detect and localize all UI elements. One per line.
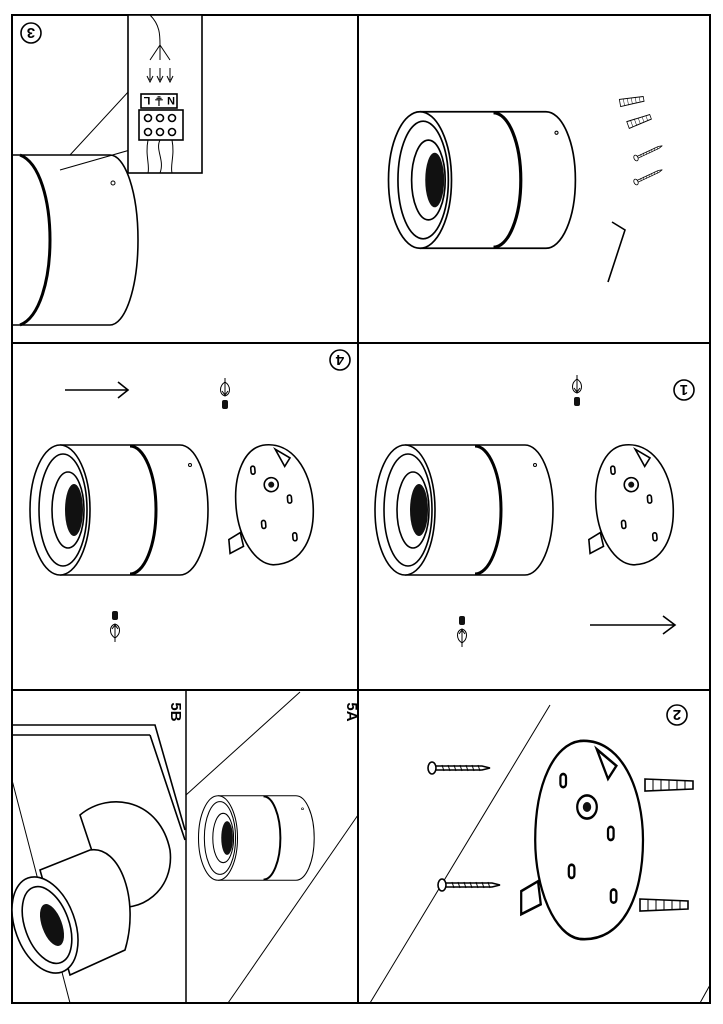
- terminal-neutral-label: N: [167, 94, 175, 106]
- panel-step-5b: 5B: [11, 702, 186, 1004]
- terminal-labels: N ⏚ L: [140, 93, 178, 109]
- step-number: 2: [673, 706, 681, 723]
- step-label: 5B: [167, 702, 184, 721]
- panel-step-2: 2: [369, 704, 711, 1004]
- step-1-badge: 1: [673, 379, 695, 401]
- frame: [11, 14, 711, 1004]
- terminal-ground-label: ⏚: [154, 94, 165, 107]
- step-number: 3: [27, 24, 35, 41]
- step-label: 5A: [343, 702, 360, 721]
- allen-key: [607, 221, 626, 283]
- step-3-badge: 3: [20, 22, 42, 44]
- terminal-live-label: L: [143, 94, 150, 106]
- panel-step-3: 3 N ⏚ L: [12, 14, 203, 327]
- step-2-badge: 2: [666, 704, 688, 726]
- panel-step-4: 4: [28, 349, 351, 643]
- panel-parts: [386, 94, 664, 283]
- panel-step-5a: 5A: [185, 691, 360, 1004]
- direction-arrow: [590, 615, 677, 635]
- step-number: 1: [680, 381, 688, 398]
- panel-step-1: 1: [373, 374, 695, 648]
- step-number: 4: [335, 351, 344, 368]
- step-4-badge: 4: [329, 349, 351, 371]
- direction-arrow: [65, 381, 130, 399]
